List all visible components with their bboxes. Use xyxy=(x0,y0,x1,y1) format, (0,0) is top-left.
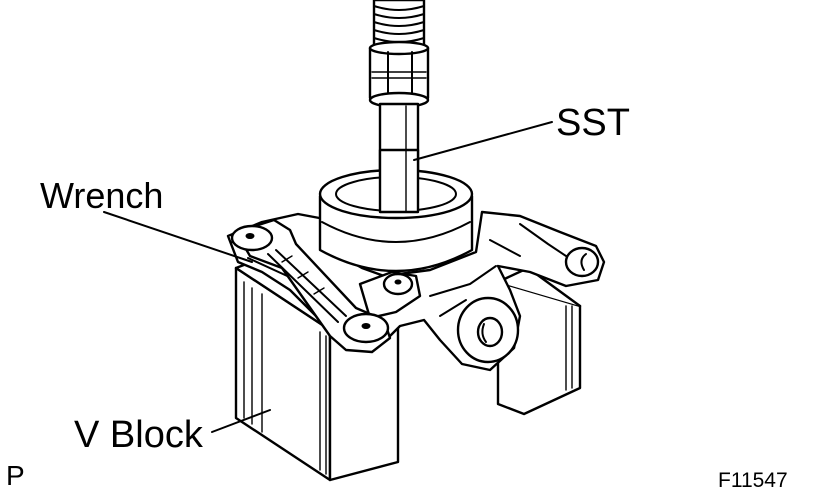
view-code: P xyxy=(6,460,25,491)
leader-wrench xyxy=(103,211,253,263)
wrench-tool xyxy=(230,218,392,354)
label-sst: SST xyxy=(556,102,630,144)
sst-press-tool xyxy=(318,0,474,273)
leader-lines xyxy=(103,121,553,433)
label-wrench: Wrench xyxy=(40,175,164,216)
leader-sst xyxy=(413,121,553,161)
label-v-block: V Block xyxy=(74,414,203,456)
leader-v-block xyxy=(211,409,271,433)
figure-code: F11547 xyxy=(718,469,788,492)
